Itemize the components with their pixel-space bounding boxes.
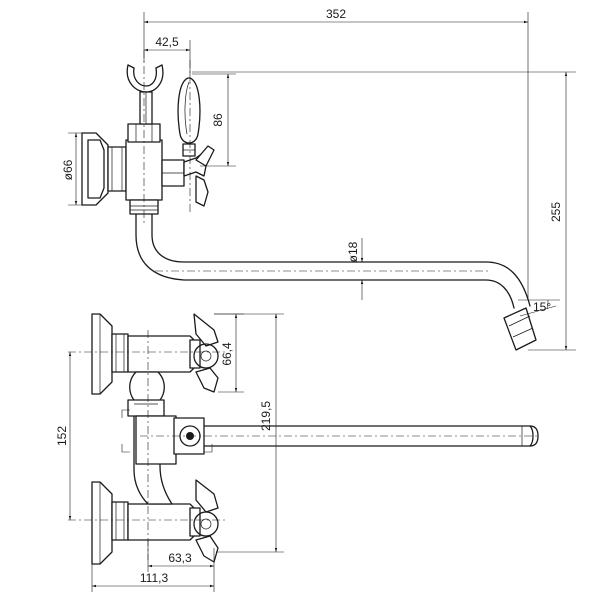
dim-63-3-label: 63,3	[168, 551, 192, 565]
dim-86-label: 86	[211, 113, 225, 127]
spout-front	[203, 425, 539, 447]
front-view: 66,4 219,5 152 63,3 111,3	[55, 313, 540, 592]
dim-d66-label: ø66	[61, 159, 75, 180]
dim-d18-label: ø18	[346, 241, 360, 262]
dimension-66-4: 66,4	[214, 313, 244, 393]
dimension-d18: ø18	[346, 238, 364, 300]
lower-valve-body	[127, 503, 201, 541]
upper-valve-body	[127, 335, 201, 373]
dim-152-label: 152	[55, 426, 69, 446]
diverter-body	[121, 409, 213, 465]
dimension-42-5: 42,5	[144, 35, 191, 76]
diverter-lever-handle	[177, 77, 201, 157]
wall-flange-upper	[91, 313, 129, 395]
dim-111-3-label: 111,3	[140, 571, 169, 585]
dimension-352: 352	[143, 7, 529, 300]
dimension-255: 255	[192, 71, 576, 351]
dimension-angle-15: 15°	[518, 299, 560, 317]
spout-pipe-side	[135, 213, 537, 351]
dimension-219-5: 219,5	[214, 313, 284, 553]
dim-42-5-label: 42,5	[155, 35, 179, 49]
shower-holder-clip	[126, 64, 164, 125]
dimension-152: 152	[55, 352, 72, 520]
wall-flange-lower	[91, 481, 129, 565]
mixer-body-side	[125, 123, 185, 215]
dim-255-label: 255	[549, 202, 563, 222]
dimension-86: 86	[192, 73, 236, 167]
dim-angle-15-label: 15°	[533, 300, 551, 314]
cross-handle-upper	[193, 313, 219, 393]
dimension-63-3: 63,3	[147, 540, 215, 592]
dim-352-label: 352	[326, 7, 346, 21]
cross-handle-side	[183, 145, 215, 207]
dim-66-4-label: 66,4	[220, 342, 234, 366]
wall-flange-side	[81, 132, 127, 206]
side-view: 352 42,5 86 ø66 ø18	[61, 7, 576, 351]
dimension-d66: ø66	[61, 132, 90, 206]
dim-219-5-label: 219,5	[259, 401, 273, 431]
cross-handle-lower	[193, 479, 219, 563]
dimension-111-3: 111,3	[91, 564, 214, 592]
